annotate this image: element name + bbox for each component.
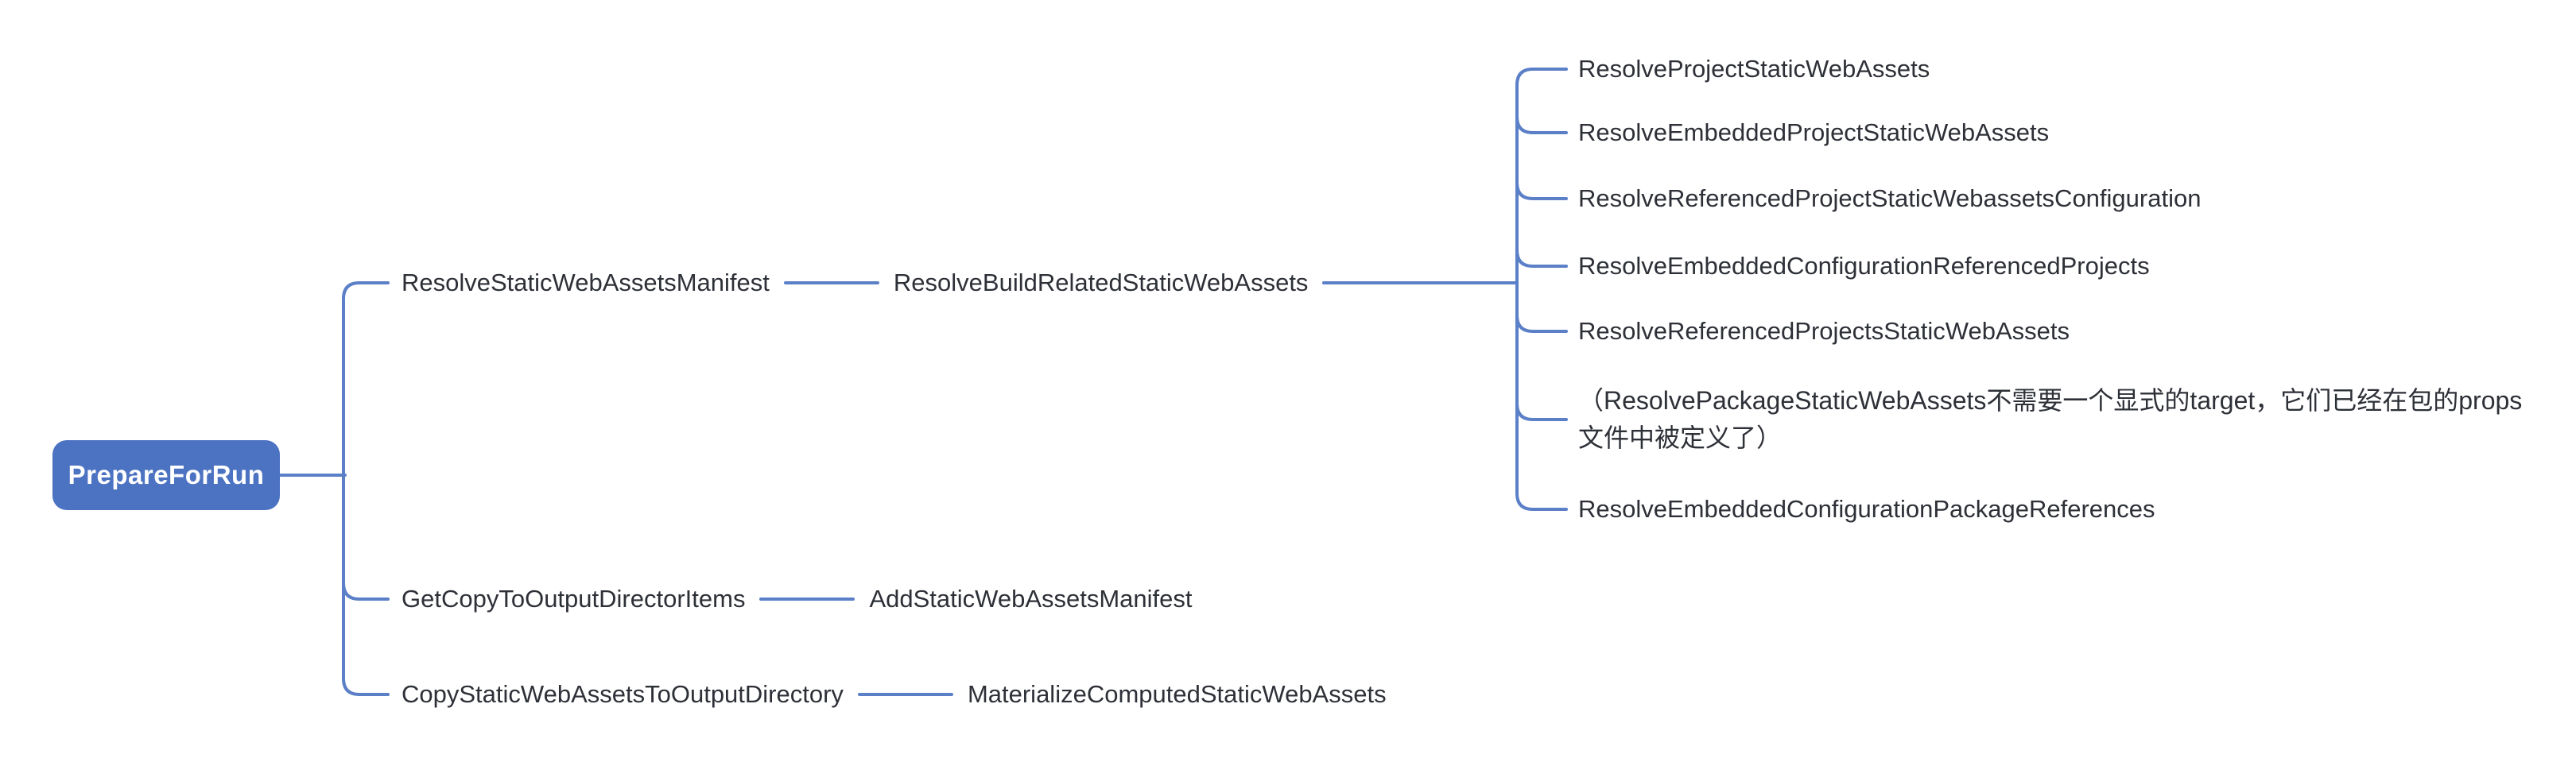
connector-child4-offshoot xyxy=(1515,249,1568,268)
root-topic-label: PrepareForRun xyxy=(68,460,265,489)
topic-resolve-referenced-project-static-webassets-configuration[interactable]: ResolveReferencedProjectStaticWebassetsC… xyxy=(1578,184,2202,212)
topic-copy-static-web-assets-to-output-directory[interactable]: CopyStaticWebAssetsToOutputDirectory xyxy=(402,680,844,708)
topic-add-static-web-assets-manifest[interactable]: AddStaticWebAssetsManifest xyxy=(869,585,1193,613)
topic-resolve-project-static-web-assets[interactable]: ResolveProjectStaticWebAssets xyxy=(1578,55,1930,83)
connector-line xyxy=(857,693,953,696)
topic-materialize-computed-static-web-assets[interactable]: MaterializeComputedStaticWebAssets xyxy=(967,680,1387,708)
connector-line xyxy=(783,281,879,284)
connector-child5-offshoot xyxy=(1515,314,1568,333)
branch-row-copy-assets: CopyStaticWebAssetsToOutputDirectory Mat… xyxy=(402,675,1387,714)
branch-row-resolve-manifest: ResolveStaticWebAssetsManifest ResolveBu… xyxy=(402,264,1517,302)
connector-line xyxy=(759,598,855,601)
topic-get-copy-to-output-director-items[interactable]: GetCopyToOutputDirectorItems xyxy=(402,585,746,613)
topic-resolve-embedded-configuration-referenced-projects[interactable]: ResolveEmbeddedConfigurationReferencedPr… xyxy=(1578,252,2150,280)
connector-level2-bus xyxy=(1515,68,1568,511)
root-topic[interactable]: PrepareForRun xyxy=(52,440,280,510)
connector-child3-offshoot xyxy=(1515,181,1568,200)
topic-resolve-referenced-projects-static-web-assets[interactable]: ResolveReferencedProjectsStaticWebAssets xyxy=(1578,317,2070,345)
topic-resolve-embedded-configuration-package-references[interactable]: ResolveEmbeddedConfigurationPackageRefer… xyxy=(1578,495,2155,523)
topic-resolve-package-note[interactable]: （ResolvePackageStaticWebAssets不需要一个显式的ta… xyxy=(1578,386,2523,452)
topic-resolve-static-web-assets-manifest[interactable]: ResolveStaticWebAssetsManifest xyxy=(402,269,770,296)
topic-resolve-embedded-project-static-web-assets[interactable]: ResolveEmbeddedProjectStaticWebAssets xyxy=(1578,118,2050,146)
connector-child2-offshoot xyxy=(1515,115,1568,134)
connector-branch2-offshoot xyxy=(342,582,390,601)
branch-row-get-copy-items: GetCopyToOutputDirectorItems AddStaticWe… xyxy=(402,580,1193,618)
connector-line xyxy=(1322,281,1517,284)
connector-level1-bus xyxy=(342,281,390,696)
connector-child6-offshoot xyxy=(1515,402,1568,421)
topic-resolve-build-related-static-web-assets[interactable]: ResolveBuildRelatedStaticWebAssets xyxy=(893,269,1309,296)
